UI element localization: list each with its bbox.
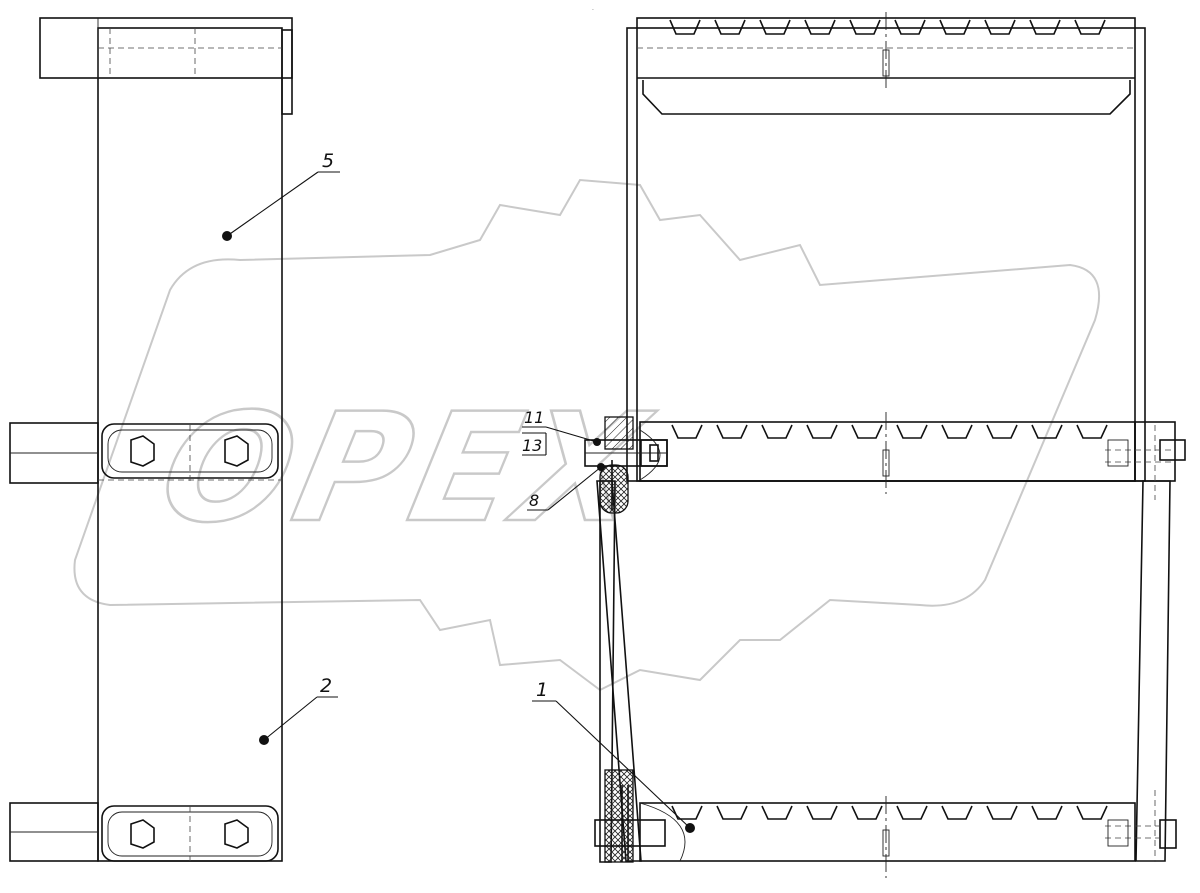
hex-bolt-icon (130, 819, 155, 849)
watermark-logo: OPEX (73, 178, 1101, 692)
callout-11: 11 (524, 408, 544, 427)
corner-mark: . (592, 5, 594, 12)
callout-1: 1 (536, 679, 548, 701)
callout-8: 8 (529, 491, 539, 510)
hex-bolt-icon (224, 819, 249, 849)
hex-bolt-icon (130, 435, 155, 467)
left-view: 5 2 (9, 17, 340, 862)
right-view: 11 13 8 1 (522, 12, 1186, 878)
hex-bolt-icon (224, 435, 249, 467)
watermark-gear-icon (73, 178, 1101, 692)
callout-13: 13 (522, 436, 542, 455)
watermark-text: OPEX (147, 381, 665, 556)
callout-5: 5 (322, 150, 334, 172)
callout-2: 2 (320, 675, 332, 697)
